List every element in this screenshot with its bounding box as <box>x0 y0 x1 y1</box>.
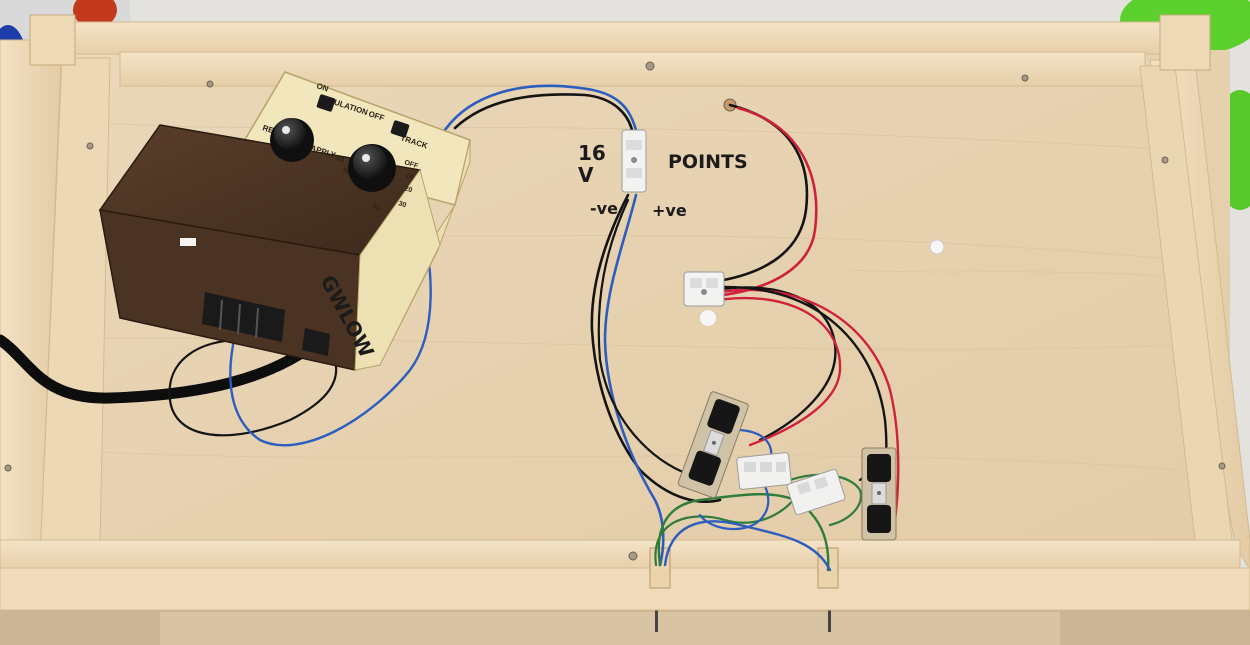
wire-pin-right <box>828 610 831 632</box>
wire-blue-feed <box>443 84 638 132</box>
solenoid-icon <box>861 447 897 541</box>
panel-60: 60 <box>335 155 345 164</box>
frame-corner-top-left <box>29 14 76 66</box>
trestle-rail <box>160 612 1060 645</box>
board-handwriting: 16 V POINTS -ve +ve <box>578 141 748 220</box>
knob-icon[interactable] <box>348 144 396 192</box>
panel-20: 20 <box>403 185 413 194</box>
wire-blue-2 <box>663 520 832 572</box>
frame-corner-top-right <box>1159 14 1211 71</box>
wire-blue-loop <box>229 238 432 447</box>
terminal-block-icon <box>786 469 846 515</box>
panel-70: 70 <box>341 167 351 176</box>
socket-pins <box>219 299 259 339</box>
wire-black-feed <box>453 93 634 132</box>
screw-icon <box>4 61 1226 561</box>
panel-50: 50 <box>371 203 381 212</box>
knob-icon[interactable] <box>270 118 314 162</box>
panel-10: 10 <box>404 172 414 181</box>
wire-blue-bus <box>603 193 665 567</box>
points-label: POINTS <box>668 151 748 173</box>
frame-bottom-inner-rail <box>0 539 1241 571</box>
wire-black-loop <box>168 338 338 437</box>
wire-red-sol2 <box>718 288 900 522</box>
voltage-label-unit: V <box>578 163 594 187</box>
mains-cable <box>0 334 326 404</box>
wire-pin-left <box>655 610 658 632</box>
frame-bottom-rail <box>0 567 1250 611</box>
red-container <box>73 0 117 28</box>
wire-black-bus <box>590 193 722 503</box>
simulation-switch[interactable] <box>316 94 336 112</box>
frame-top-inner-rail <box>119 51 1146 87</box>
wire-red-sol1 <box>716 296 842 447</box>
wire-green-1 <box>657 493 830 572</box>
panel-30: 30 <box>397 200 407 209</box>
frame-top-rail <box>29 21 1211 55</box>
controller-cream-face <box>354 168 441 371</box>
power-inlet <box>302 328 330 356</box>
controller-sticker <box>180 238 196 246</box>
negative-label: -ve <box>590 199 618 218</box>
track-switch[interactable] <box>390 120 410 138</box>
terminal-block-icon <box>736 452 792 490</box>
output-socket <box>202 292 285 342</box>
terminal-block-icon <box>683 271 725 326</box>
positive-label: +ve <box>652 201 687 220</box>
wire-green-2 <box>654 488 802 567</box>
train-controller: GWLOW SIMULATION OFF ON APPLY REL TRACK … <box>98 71 471 371</box>
solenoid-icon <box>677 391 749 499</box>
panel-on: ON <box>315 81 329 93</box>
wire-red-points <box>713 106 818 298</box>
voltage-label-number: 16 <box>578 141 606 165</box>
panel-off2: OFF <box>403 159 419 170</box>
terminal-block-icon <box>621 129 647 193</box>
